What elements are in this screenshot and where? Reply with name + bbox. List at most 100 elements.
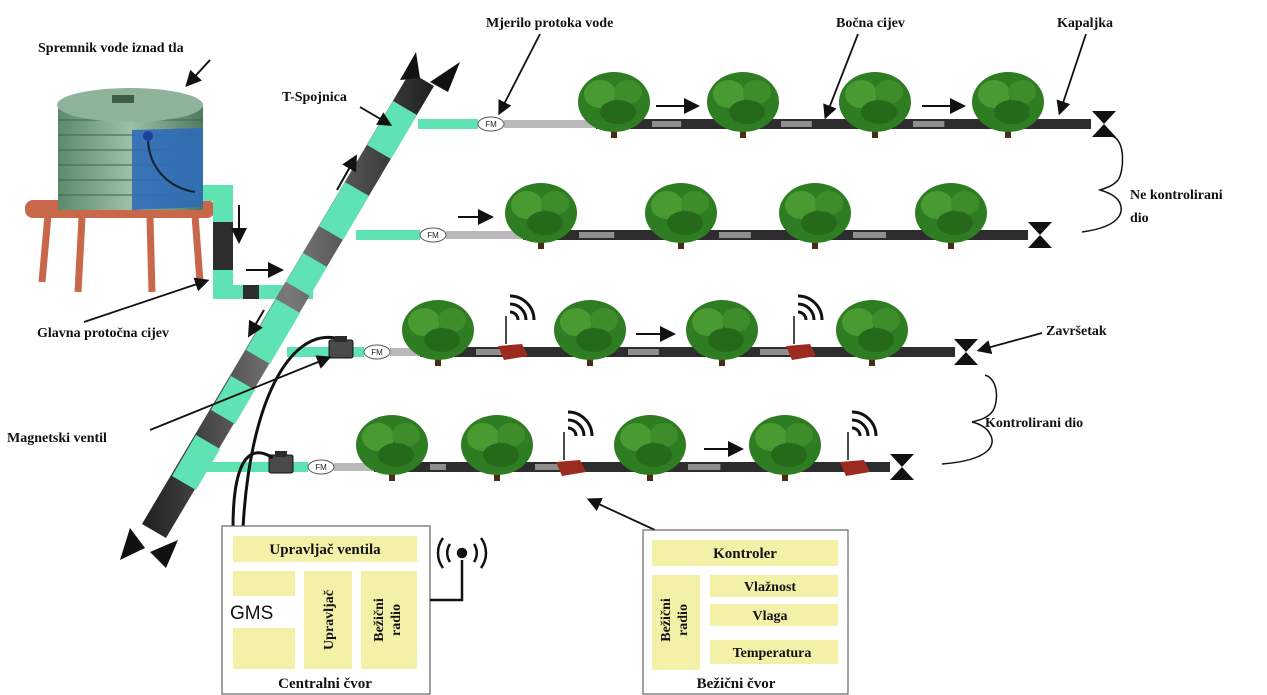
tree-icon bbox=[836, 300, 908, 366]
lateral-line-1: FM bbox=[418, 72, 1116, 138]
valve-controller-box bbox=[233, 536, 417, 562]
tree-icon bbox=[461, 415, 533, 481]
flow-meter-tag: FM bbox=[427, 231, 439, 240]
lateral-pipe-segment bbox=[390, 348, 421, 356]
tree-icon bbox=[749, 415, 821, 481]
lateral-pipe-segment bbox=[504, 120, 597, 128]
wireless-signal-icon bbox=[567, 410, 594, 437]
wireless-signal-icon bbox=[509, 294, 536, 321]
flow-meter-icon: FM bbox=[477, 116, 505, 132]
lateral-pipe-segment bbox=[446, 231, 524, 239]
lateral-pipe-segment bbox=[781, 121, 812, 127]
tree-icon bbox=[686, 300, 758, 366]
tree-icon bbox=[356, 415, 428, 481]
wireless-node: Kontroler Bežični radio Vlažnost Vlaga T… bbox=[586, 497, 849, 695]
lateral-tee-pipe bbox=[356, 230, 420, 240]
lateral-pipe bbox=[420, 347, 955, 357]
tree-icon bbox=[972, 72, 1044, 138]
water-tank bbox=[25, 88, 215, 293]
lateral-pipe-segment bbox=[334, 463, 375, 471]
label-uncontrolled-1: Ne kontrolirani bbox=[1130, 188, 1223, 203]
tree-icon bbox=[839, 72, 911, 138]
tree-icon bbox=[578, 72, 650, 138]
lateral-pipe-segment bbox=[430, 464, 446, 470]
flow-meter-tag: FM bbox=[315, 463, 327, 472]
lateral-pipe-segment bbox=[535, 464, 578, 470]
label-end-cap: Završetak bbox=[1046, 324, 1107, 339]
lateral-tee-pipe bbox=[418, 119, 478, 129]
kontroler-box bbox=[652, 540, 838, 566]
soil-sensor-icon bbox=[556, 432, 586, 476]
flow-meter-tag: FM bbox=[371, 348, 383, 357]
dripper-valve-icon bbox=[954, 339, 978, 365]
lateral-pipe-segment bbox=[628, 349, 659, 355]
humidity-label: Vlažnost bbox=[744, 580, 796, 595]
label-tank: Spremnik vode iznad tla bbox=[38, 41, 184, 56]
label-flow-meter: Mjerilo protoka vode bbox=[486, 16, 613, 31]
lateral-pipe-segment bbox=[719, 232, 751, 238]
lateral-pipe-segment bbox=[579, 232, 615, 238]
lateral-tee-pipe bbox=[203, 462, 308, 472]
main-pipe-bottom-valve bbox=[120, 528, 178, 568]
temperature-box bbox=[710, 640, 838, 664]
node-radio-label-1: Bežični bbox=[659, 598, 674, 642]
label-lateral-pipe: Bočna cijev bbox=[836, 16, 905, 31]
label-uncontrolled-2: dio bbox=[1130, 211, 1149, 226]
central-antenna-icon bbox=[430, 537, 488, 602]
lateral-pipe-segment bbox=[652, 121, 682, 127]
main-pipe-top-valve bbox=[400, 52, 460, 92]
lateral-pipe-segment bbox=[853, 232, 886, 238]
lateral-line-4: FM bbox=[203, 410, 914, 481]
soil-sensor-icon bbox=[786, 316, 816, 360]
tank-water-cutaway bbox=[132, 128, 203, 210]
humidity-box bbox=[710, 575, 838, 597]
tree-icon bbox=[779, 183, 851, 249]
controller-box bbox=[304, 571, 352, 669]
node-radio-label-2: radio bbox=[676, 604, 691, 636]
tree-icon bbox=[554, 300, 626, 366]
dripper-valve-icon bbox=[890, 454, 914, 480]
moisture-label: Vlaga bbox=[753, 609, 788, 624]
label-main-pipe: Glavna protočna cijev bbox=[37, 326, 169, 341]
label-solenoid-valve: Magnetski ventil bbox=[7, 431, 107, 446]
tank-stand bbox=[25, 200, 215, 293]
tree-icon bbox=[614, 415, 686, 481]
flow-meter-tag: FM bbox=[485, 120, 497, 129]
label-t-junction: T-Spojnica bbox=[282, 90, 347, 105]
wireless-radio-label-1: Bežični bbox=[372, 598, 387, 642]
tree-icon bbox=[915, 183, 987, 249]
wireless-node-caption: Bežični čvor bbox=[697, 676, 776, 692]
flow-meter-icon: FM bbox=[363, 344, 391, 360]
dripper-valve-icon bbox=[1092, 111, 1116, 137]
tree-icon bbox=[645, 183, 717, 249]
valve-controller-label: Upravljač ventila bbox=[269, 542, 381, 558]
soil-sensor-icon bbox=[498, 316, 528, 360]
flow-meter-icon: FM bbox=[419, 227, 447, 243]
lateral-pipe-segment bbox=[913, 121, 945, 127]
solenoid-valve-icon bbox=[328, 336, 354, 359]
wireless-signal-icon bbox=[851, 410, 878, 437]
moisture-box bbox=[710, 604, 838, 626]
temperature-label: Temperatura bbox=[733, 646, 812, 661]
wireless-radio-box bbox=[361, 571, 417, 669]
label-dripper: Kapaljka bbox=[1057, 16, 1113, 31]
node-radio-box bbox=[652, 575, 700, 670]
controller-label: Upravljač bbox=[322, 590, 337, 650]
gms-label: GMS bbox=[230, 603, 273, 624]
soil-sensor-icon bbox=[840, 432, 870, 476]
brace-controlled bbox=[941, 374, 998, 465]
flow-meter-icon: FM bbox=[307, 459, 335, 475]
lateral-pipe-segment bbox=[760, 349, 801, 355]
lateral-pipe bbox=[523, 230, 1028, 240]
flow-arrows-main bbox=[231, 154, 357, 338]
lateral-tee-pipe bbox=[287, 347, 364, 357]
main-supply-pipe bbox=[120, 52, 460, 568]
tree-icon bbox=[402, 300, 474, 366]
central-node-caption: Centralni čvor bbox=[278, 676, 372, 692]
wireless-signal-icon bbox=[797, 294, 824, 321]
lateral-pipe bbox=[596, 119, 1091, 129]
wireless-radio-label-2: radio bbox=[389, 604, 404, 636]
lateral-line-3: FM bbox=[287, 294, 978, 366]
lateral-line-2: FM bbox=[356, 183, 1052, 249]
brace-uncontrolled bbox=[1081, 135, 1124, 233]
